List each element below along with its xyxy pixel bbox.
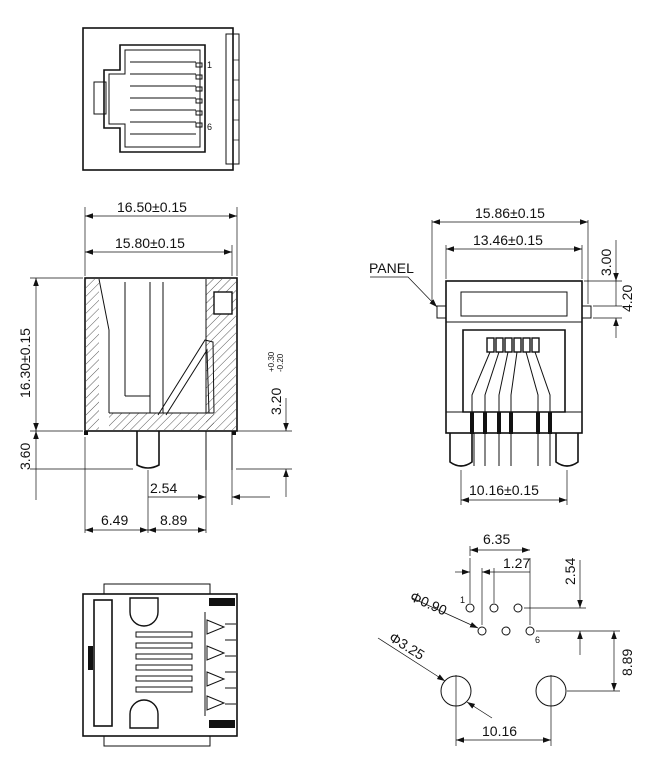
footprint-pin-pitch-label: 1.27 — [503, 555, 530, 571]
footprint-pin-hole — [489, 603, 499, 613]
pcb-footprint: 1 6 6.35 1.27 2.54 8.89 10.16 Φ0.90 — [377, 531, 635, 746]
side-view: 16.50±0.15 15.80±0.15 16.30±0.15 3.60 3.… — [17, 199, 292, 533]
footprint-row-offset-label: 2.54 — [562, 558, 578, 585]
side-width-outer-label: 16.50±0.15 — [117, 199, 187, 215]
front-panel-gap-label: 4.20 — [619, 285, 635, 312]
footprint-post-hole-dia-label: Φ3.25 — [386, 629, 427, 663]
front-width-inner-label: 13.46±0.15 — [473, 232, 543, 248]
footprint-pin-last-label: 6 — [535, 635, 540, 645]
footprint-pin-span-label: 6.35 — [483, 531, 510, 547]
footprint-post-spacing-label: 10.16 — [482, 723, 517, 739]
side-height-tol-minus: -0.20 — [276, 353, 285, 372]
side-post-offset-label: 2.54 — [150, 480, 177, 496]
top-view: 1 6 — [82, 27, 240, 171]
side-height-tol-base: 3.20 — [268, 388, 284, 415]
side-height-label: 16.30±0.15 — [17, 328, 33, 398]
side-width-inner-label: 15.80±0.15 — [115, 235, 185, 251]
front-post-spacing-label: 10.16±0.15 — [469, 482, 539, 498]
footprint-pin-first-label: 1 — [460, 595, 465, 605]
front-panel-top-label: 3.00 — [598, 249, 614, 276]
bottom-view — [82, 583, 238, 747]
footprint-pin-hole — [525, 626, 535, 636]
front-view: 15.86±0.15 13.46±0.15 3.00 4.20 PANEL 10… — [369, 205, 635, 505]
front-panel-label: PANEL — [369, 260, 414, 276]
footprint-pin-hole — [501, 626, 511, 636]
footprint-pin-hole — [477, 626, 487, 636]
footprint-rows-to-posts-label: 8.89 — [619, 649, 635, 676]
top-pin-first-label: 1 — [207, 60, 212, 70]
side-height-tol-plus: +0.30 — [267, 351, 276, 372]
side-post-to-pin-label: 8.89 — [160, 512, 187, 528]
side-front-to-post-label: 6.49 — [101, 512, 128, 528]
front-width-outer-label: 15.86±0.15 — [475, 205, 545, 221]
footprint-pin-hole-dia-label: Φ0.90 — [408, 588, 450, 618]
top-pin-last-label: 6 — [207, 122, 212, 132]
footprint-pin-hole — [465, 603, 475, 613]
side-pin-length-label: 3.60 — [17, 443, 33, 470]
footprint-pin-hole — [513, 603, 523, 613]
